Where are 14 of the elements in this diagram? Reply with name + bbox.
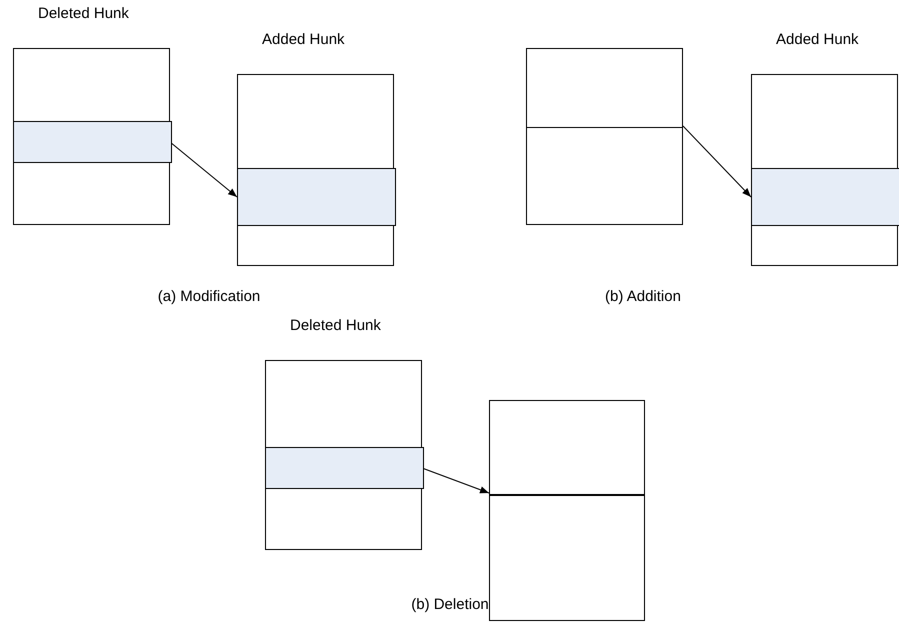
subfigure-caption: (b) Addition — [605, 288, 681, 305]
hunk-band — [265, 447, 424, 489]
subfigure-caption: (a) Modification — [158, 288, 260, 305]
box-heading: Added Hunk — [776, 31, 859, 48]
hunk-band — [13, 121, 172, 163]
box-heading: Added Hunk — [262, 31, 345, 48]
box-heading: Deleted Hunk — [38, 5, 129, 22]
arrow — [682, 126, 752, 198]
box-heading: Deleted Hunk — [290, 317, 381, 334]
hunk-band — [751, 168, 899, 226]
subfigure-caption: (b) Deletion — [411, 596, 489, 613]
file-box — [526, 48, 683, 225]
hunk-band — [237, 168, 396, 226]
file-box — [489, 400, 645, 621]
